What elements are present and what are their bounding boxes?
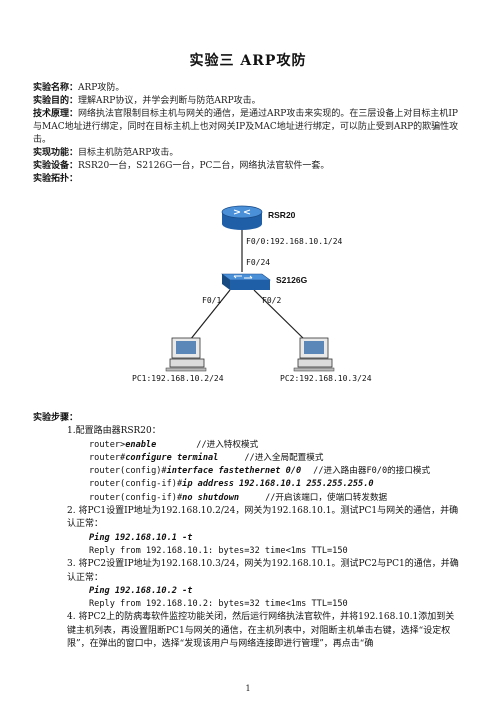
- step-1: 1.配置路由器RSR20：: [67, 426, 161, 437]
- info-devices: 实验设备：RSR20一台，S2126G一台，PC二台，网络执法官软件一套。: [33, 161, 330, 171]
- topology-diagram: RSR20 F0/0:192.168.10.1/24 F0/24 S2126G …: [130, 200, 372, 390]
- link-switch-pc2: [253, 289, 306, 341]
- page-number: 1: [245, 684, 251, 693]
- step-2-reply: Reply from 192.168.10.1: bytes=32 time<1…: [89, 545, 348, 556]
- step-3-reply: Reply from 192.168.10.2: bytes=32 time<1…: [89, 599, 348, 610]
- router-icon: [221, 205, 263, 230]
- info-principle: 技术原理：网络执法官限制目标主机与网关的通信，是通过ARP攻击来实现的。在三层设…: [33, 109, 459, 145]
- info-name: 实验名称：ARP攻防。: [33, 83, 125, 93]
- page-title: 实验三 ARP攻防: [189, 53, 307, 69]
- info-topology-label: 实验拓扑：: [33, 174, 79, 184]
- router-port-label: F0/0:192.168.10.1/24: [246, 237, 343, 246]
- topology-svg: [165, 205, 335, 372]
- switch-name-label: S2126G: [276, 275, 308, 285]
- switch-uplink-label: F0/24: [246, 258, 271, 267]
- switch-icon: [221, 273, 271, 290]
- cmd-line: router#configure terminal//进入全局配置模式: [89, 452, 324, 463]
- pc1-label: PC1:192.168.10.2/24: [132, 374, 224, 383]
- steps-heading: 实验步骤：: [33, 413, 79, 423]
- step-4: 4. 将PC2上的防病毒软件监控功能关闭，然后运行网络执法官软件，并将192.1…: [67, 612, 455, 650]
- info-purpose: 实验目的：理解ARP协议，并学会判断与防范ARP攻击。: [33, 96, 261, 106]
- cmd-line: router>enable//进入特权模式: [89, 439, 259, 450]
- step-2: 2. 将PC1设置IP地址为192.168.10.2/24，网关为192.168…: [67, 506, 459, 530]
- pc1-icon: [165, 337, 207, 372]
- cmd-line: router(config-if)#no shutdown//开启该端口，使端口…: [89, 492, 388, 503]
- link-switch-pc1: [189, 289, 231, 341]
- pc2-icon: [293, 337, 335, 372]
- cmd-line: router(config)#interface fastethernet 0/…: [89, 466, 431, 477]
- step-3-command: Ping 192.168.10.2 -t: [89, 585, 193, 596]
- port-pc2-label: F0/2: [262, 296, 282, 305]
- info-block: 实验名称：ARP攻防。 实验目的：理解ARP协议，并学会判断与防范ARP攻击。 …: [33, 82, 465, 186]
- step-3: 3. 将PC2设置IP地址为192.168.10.3/24，网关为192.168…: [67, 559, 459, 583]
- cmd-line: router(config-if)#ip address 192.168.10.…: [89, 479, 374, 490]
- step-2-command: Ping 192.168.10.1 -t: [89, 532, 193, 543]
- port-pc1-label: F0/1: [202, 296, 222, 305]
- pc2-label: PC2:192.168.10.3/24: [280, 374, 372, 383]
- info-function: 实现功能：目标主机防范ARP攻击。: [33, 148, 179, 158]
- steps-block: 实验步骤： 1.配置路由器RSR20： router>enable//进入特权模…: [33, 412, 463, 651]
- router-name-label: RSR20: [268, 210, 296, 220]
